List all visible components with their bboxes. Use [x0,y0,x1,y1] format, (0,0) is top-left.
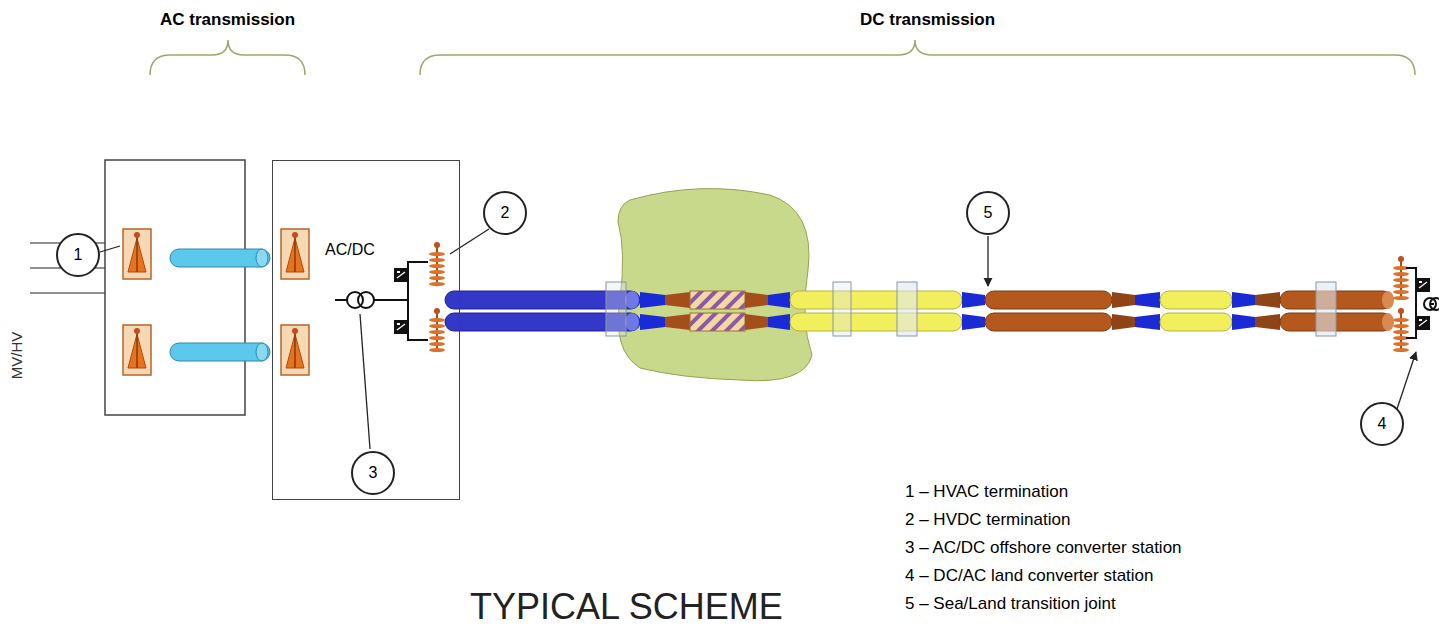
callout-number: 5 [966,191,1010,235]
node-label: AC/DC [325,241,375,259]
callout-text: 2 [501,205,510,221]
section-heading: AC transmission [160,10,295,30]
section-heading: DC transmission [860,10,995,30]
callout-number: 1 [56,233,100,277]
callout-text: 5 [984,205,993,221]
callout-number: 3 [351,451,395,495]
callout-number: 4 [1360,402,1404,446]
scheme-title: TYPICAL SCHEME [470,586,783,628]
key-line: 4 – DC/AC land converter station [905,566,1154,586]
callout-text: 3 [369,465,378,481]
converter-platform: AC/DC 3 [272,160,460,500]
callout-number: 2 [483,191,527,235]
key-line: 2 – HVDC termination [905,510,1070,530]
key-line: 1 – HVAC termination [905,482,1068,502]
key-line: 5 – Sea/Land transition joint [905,594,1116,614]
callout-text: 4 [1378,416,1387,432]
key-line: 3 – AC/DC offshore converter station [905,538,1182,558]
voltage-label: MV/HV [9,331,26,379]
callout-text: 1 [74,247,83,263]
